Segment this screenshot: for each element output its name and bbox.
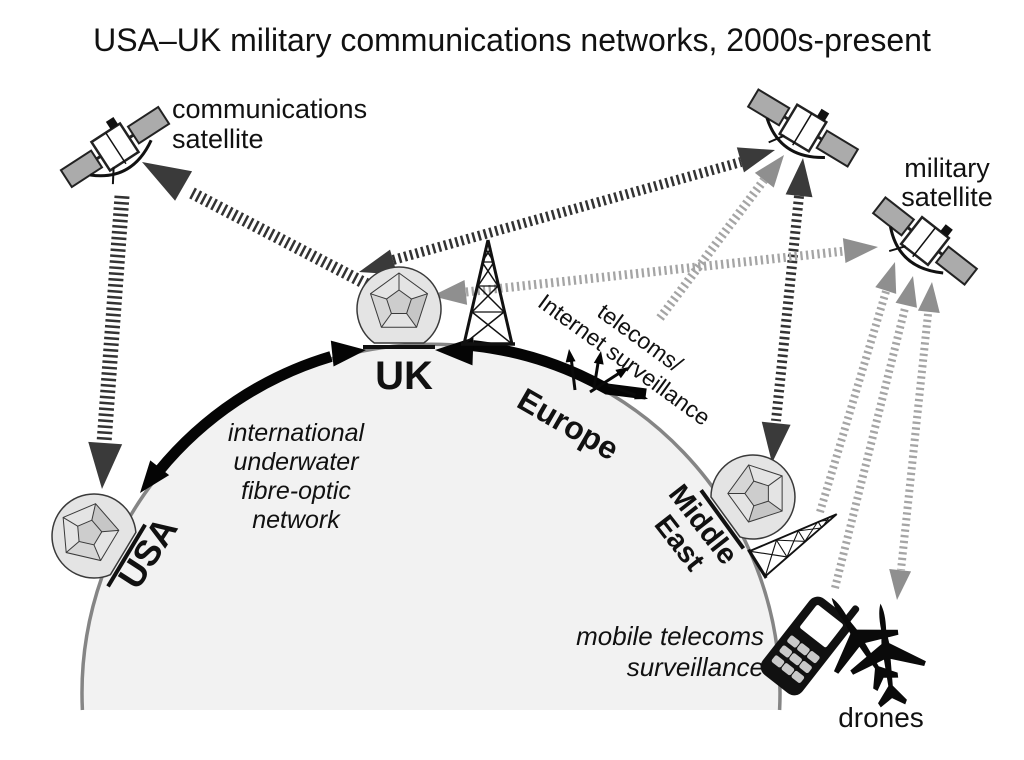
mobile-phone-icon: [760, 596, 860, 696]
link-me-tower-military-satellite: [816, 262, 897, 514]
link-uk-military-satellite: [432, 238, 878, 305]
fibre-optic-network-label: international underwater fibre-optic net…: [227, 419, 365, 534]
link-phone-military-satellite: [831, 276, 917, 589]
page-title: USA–UK military communications networks,…: [93, 22, 931, 58]
link-europe-relay-satellite: [656, 155, 784, 321]
mobile-telecoms-surveillance-label: mobile telecoms surveillance: [576, 621, 764, 682]
drones-label: drones: [838, 702, 924, 733]
link-drones-military-satellite: [889, 282, 940, 600]
communications-satellite-icon: [50, 92, 182, 206]
communications-satellite-label: communications satellite: [172, 94, 368, 154]
surveillance-tap-arrows: [565, 349, 648, 400]
military-satellite-label: military satellite: [901, 153, 993, 212]
link-middle-east-relay-satellite: [761, 158, 813, 463]
uplink-uk-comm-satellite: [142, 162, 375, 293]
downlink-comm-satellite-usa: [88, 195, 130, 489]
uk-label: UK: [375, 354, 433, 398]
